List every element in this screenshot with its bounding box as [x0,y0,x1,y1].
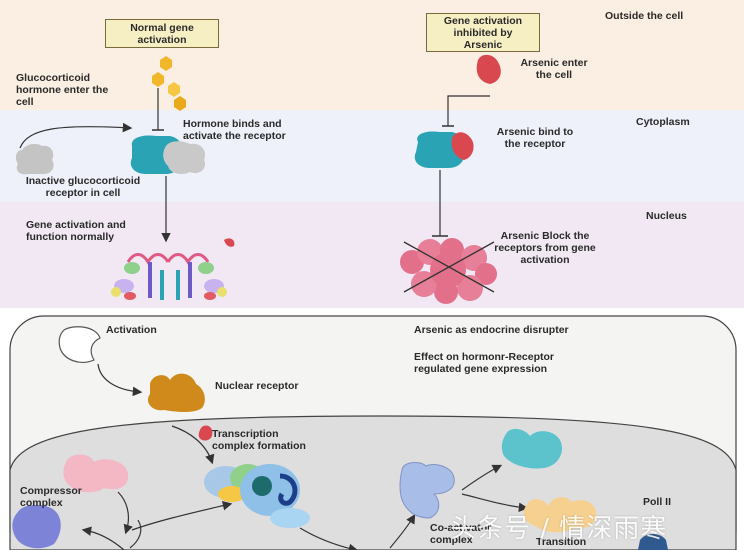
region-label-nucleus: Nucleus [646,210,687,222]
compressor-pink-icon [63,454,129,493]
gene-activation-label: Gene activation and function normally [26,219,126,243]
activation-hormone-icon [58,326,101,363]
compressor-blue-icon [12,504,61,549]
glucocorticoid-hormone-icon [152,56,186,111]
normal-activation-title-box: Normal gene activation [105,19,219,48]
outside-cell-region [0,0,744,110]
activation-label: Activation [106,324,157,336]
activation-curve-arrow [19,122,133,149]
arsenic-bind-label: Arsenic bind to the receptor [496,126,574,150]
watermark-text: 头条号 / 情深雨寒 [450,514,668,544]
arsenic-enter-label: Arsenic enter the cell [520,57,588,81]
region-label-outside: Outside the cell [605,10,684,22]
region-label-cytoplasm: Cytoplasm [636,116,690,128]
transcription-complex-icon [204,464,310,528]
arsenic-block-label: Arsenic Block the receptors from gene ac… [494,230,596,266]
arsenic-icon [476,54,501,84]
gene-activation-complex-icon [111,238,235,300]
nuclear-receptor-label: Nuclear receptor [215,380,299,392]
compressor-complex-label: Compressor complex [20,485,82,509]
pol-ii-label: Poll II [643,496,672,508]
inactive-receptor-icon [15,143,54,175]
transition-protein-icon [523,497,597,533]
teal-protein-icon [501,428,563,469]
hormone-enter-label: Glucocorticoid hormone enter the cell [16,72,109,108]
inhibited-activation-title-box: Gene activation inhibited by Arsenic [426,13,540,52]
endocrine-disrupter-label: Arsenic as endocrine disrupter [414,324,569,336]
nuclear-receptor-icon [147,373,205,412]
inactive-receptor-label: Inactive glucocorticoid receptor in cell [25,175,141,199]
coactivator-complex-icon [399,462,455,519]
pol-ii-icon [638,534,668,550]
transcription-complex-label: Transcription complex formation [212,428,306,452]
effect-label: Effect on hormonr-Receptor regulated gen… [414,351,555,375]
coactivator-complex-label: Co-activator complex [430,522,492,546]
transition-label: Transition [536,536,587,548]
hormone-binds-label: Hormone binds and activate the receptor [183,118,286,142]
